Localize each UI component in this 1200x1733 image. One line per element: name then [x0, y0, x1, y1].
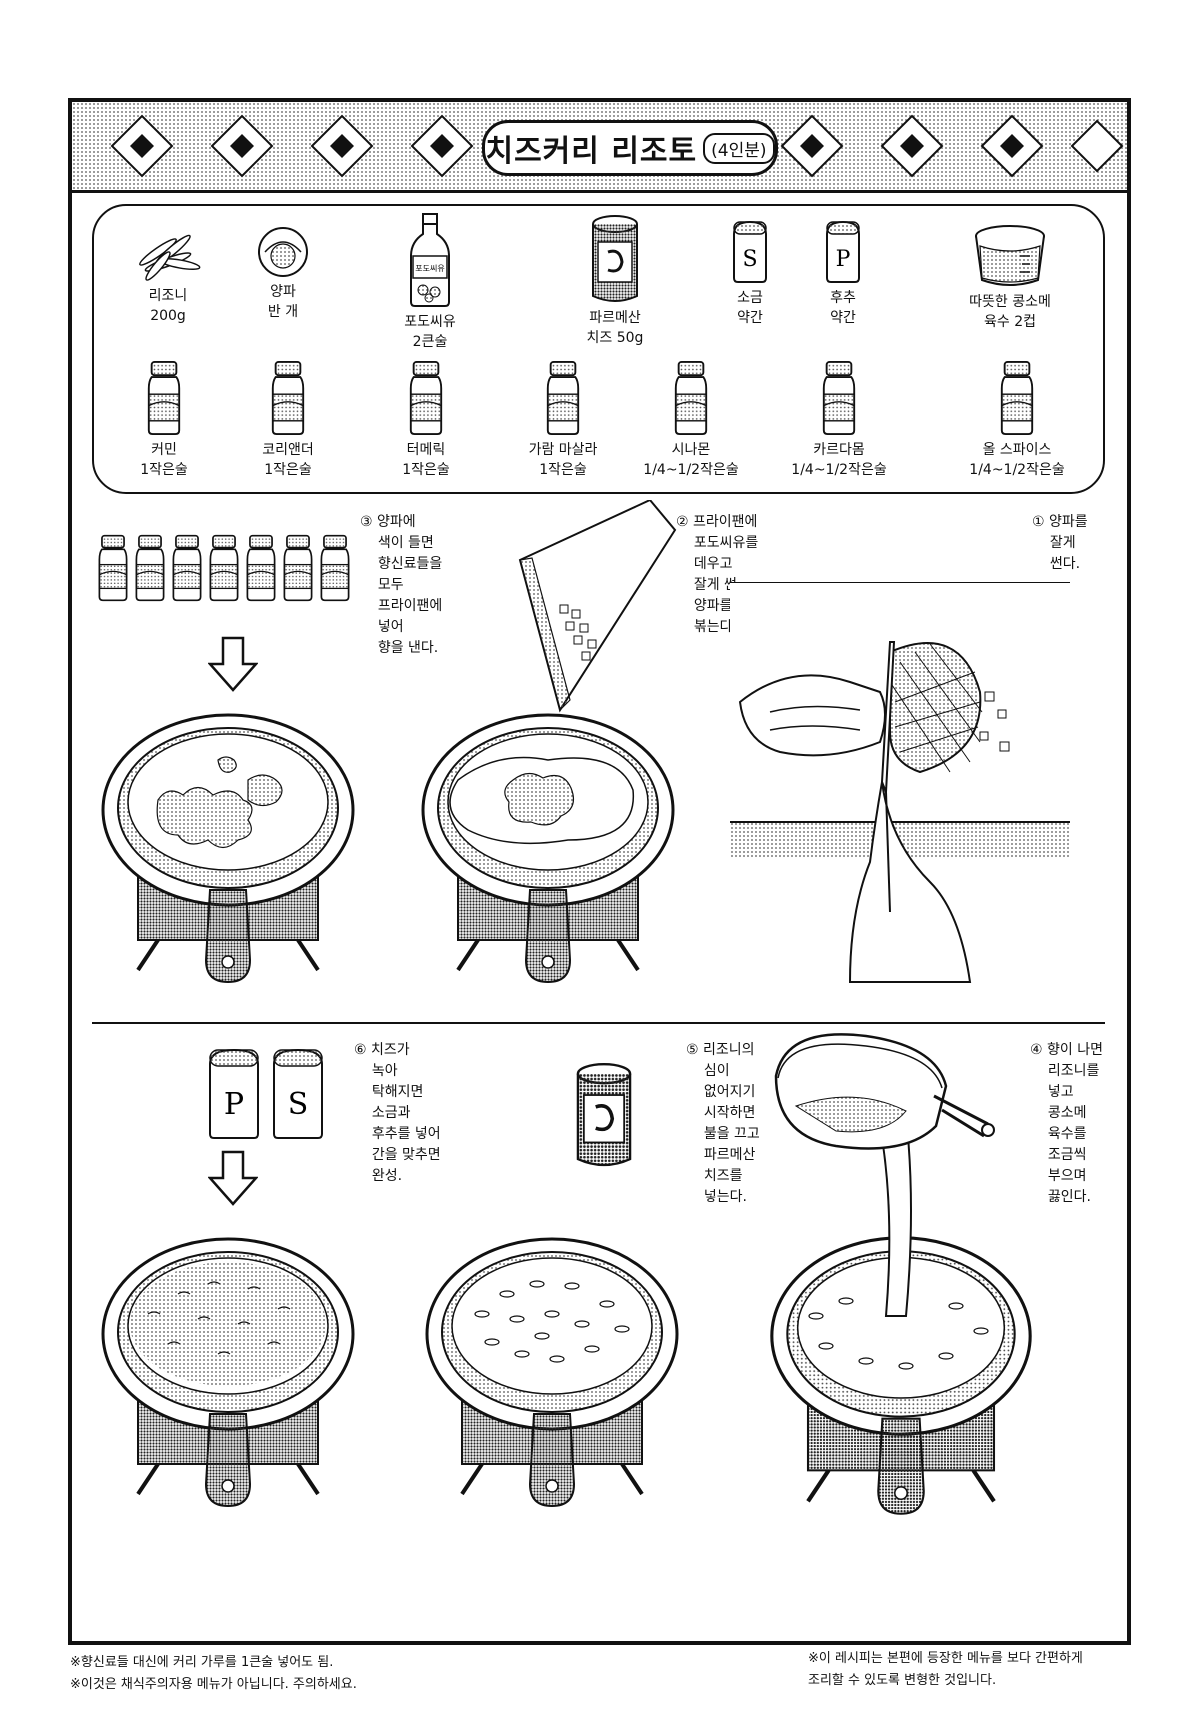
- step-4-text: ④ 향이 나면 리조니를 넣고 콩소메 육수를 조금씩 부으며 끓인다.: [1030, 1042, 1103, 1205]
- ingredient-name: 후추: [830, 290, 856, 306]
- notes-right: ※이 레시피는 본편에 등장한 메뉴를 보다 간편하게 조리할 수 있도록 변형…: [808, 1648, 1083, 1692]
- pan-with-spices-icon: [88, 690, 368, 990]
- cutting-board-icon: [518, 500, 677, 713]
- ingredient-grapeseed-oil: 포도씨유 포도씨유 2큰술: [380, 212, 480, 352]
- ingredients-panel: [92, 204, 1105, 494]
- step-1-text: ① 양파를 잘게 썬다.: [1032, 514, 1088, 572]
- pan-rice-cooking-icon: [412, 1214, 692, 1514]
- step-number: ⑤: [686, 1042, 699, 1058]
- shaker-letter: P: [836, 247, 851, 272]
- step-number: ③: [360, 514, 373, 530]
- note-line: 조리할 수 있도록 변형한 것입니다.: [808, 1673, 997, 1688]
- spice-name: 코리앤더: [262, 442, 314, 458]
- ingredient-consomme: 따뜻한 콩소메 육수 2컵: [945, 222, 1075, 332]
- salt-pepper-shakers-icon: P S: [209, 1048, 323, 1139]
- ingredient-amount: 약간: [737, 310, 763, 326]
- pepper-shaker-icon: P: [826, 220, 860, 283]
- step-2-text: ② 프라이팬에 포도씨유를 데우고 잘게 썬 양파를 볶는다.: [676, 514, 759, 635]
- step-5-text: ⑤ 리조니의 심이 없어지기 시작하면 불을 끄고 파르메산 치즈를 넣는다.: [686, 1042, 760, 1205]
- spice-name: 가람 마살라: [528, 442, 598, 458]
- spice-jar-icon: [998, 360, 1036, 436]
- spice-amount: 1작은술: [264, 462, 312, 478]
- ingredient-name: 파르메산: [589, 310, 641, 326]
- spice-cinnamon: 시나몬 1/4~1/2작은술: [626, 360, 756, 480]
- shaker-letter: S: [288, 1087, 309, 1122]
- cheese-can-icon: [576, 1063, 632, 1167]
- ingredient-name: 리조니: [148, 288, 188, 304]
- notes-left: ※향신료들 대신에 커리 가루를 1큰술 넣어도 됨. ※이것은 채식주의자용 …: [70, 1652, 357, 1696]
- spice-coriander: 코리앤더 1작은술: [228, 360, 348, 480]
- ingredient-amount: 200g: [150, 308, 186, 324]
- spice-amount: 1작은술: [402, 462, 450, 478]
- pan-finished-risotto-icon: [88, 1214, 368, 1514]
- spice-garam-masala: 가람 마살라 1작은술: [498, 360, 628, 480]
- bottle-label: 포도씨유: [415, 264, 444, 273]
- recipe-title: 치즈커리 리조토: [485, 134, 698, 169]
- spice-amount: 1/4~1/2작은술: [969, 462, 1065, 478]
- spice-allspice: 올 스파이스 1/4~1/2작은술: [952, 360, 1082, 480]
- oil-bottle-icon: 포도씨유: [410, 213, 450, 307]
- down-arrow-icon: [208, 636, 258, 692]
- spice-amount: 1/4~1/2작은술: [791, 462, 887, 478]
- step-number: ④: [1030, 1042, 1043, 1058]
- spice-jar-icon: [820, 360, 858, 436]
- ingredient-amount: 육수 2컵: [984, 314, 1036, 330]
- ingredient-salt: S 소금 약간: [715, 220, 785, 328]
- ingredient-name: 소금: [737, 290, 763, 306]
- pan-with-onions-icon: [408, 690, 688, 990]
- page-frame: [68, 98, 1131, 1645]
- ingredient-amount: 약간: [830, 310, 856, 326]
- spice-cardamom: 카르다몸 1/4~1/2작은술: [774, 360, 904, 480]
- title-banner: 치즈커리 리조토 (4인분): [72, 102, 1127, 193]
- step-number: ①: [1032, 514, 1045, 530]
- spice-name: 터메릭: [406, 442, 446, 458]
- down-arrow-icon: [208, 1150, 258, 1206]
- step-3-text: ③ 양파에 색이 들면 향신료들을 모두 프라이팬에 넣어 향을 낸다.: [360, 514, 443, 656]
- section-divider: [92, 1022, 1105, 1024]
- spice-jar-icon: [544, 360, 582, 436]
- onion-icon: [258, 227, 308, 277]
- pouring-broth-icon: [756, 1033, 1056, 1526]
- spice-name: 카르다몸: [813, 442, 865, 458]
- ingredient-pepper: P 후추 약간: [808, 220, 878, 328]
- spice-jar-icon: [145, 360, 183, 436]
- ingredient-amount: 2큰술: [412, 334, 448, 350]
- chopping-onion-icon: [730, 582, 1070, 983]
- ingredient-name: 양파: [270, 284, 296, 300]
- ingredient-onion: 양파 반 개: [238, 222, 328, 322]
- spice-jar-icon: [407, 360, 445, 436]
- spice-jar-icon: [269, 360, 307, 436]
- spice-jar-icon: [672, 360, 710, 436]
- spice-turmeric: 터메릭 1작은술: [366, 360, 486, 480]
- spice-amount: 1작은술: [140, 462, 188, 478]
- ingredient-name: 포도씨유: [404, 314, 456, 330]
- note-line: ※이 레시피는 본편에 등장한 메뉴를 보다 간편하게: [808, 1651, 1083, 1666]
- spice-name: 올 스파이스: [982, 442, 1052, 458]
- spice-cumin: 커민 1작은술: [104, 360, 224, 480]
- note-line: ※향신료들 대신에 커리 가루를 1큰술 넣어도 됨.: [70, 1655, 334, 1670]
- ingredient-amount: 반 개: [267, 304, 299, 320]
- spice-amount: 1작은술: [539, 462, 587, 478]
- servings-label: (4인분): [703, 132, 775, 164]
- step-number: ⑥: [354, 1042, 367, 1058]
- cheese-can-icon: [592, 215, 638, 302]
- note-line: ※이것은 채식주의자용 메뉴가 아닙니다. 주의하세요.: [70, 1677, 357, 1692]
- spice-jars-row-icon: [98, 534, 350, 602]
- step-6-text: ⑥ 치즈가 녹아 탁해지면 소금과 후추를 넣어 간을 맞추면 완성.: [354, 1042, 441, 1184]
- recipe-title-box: 치즈커리 리조토 (4인분): [482, 120, 778, 176]
- shaker-letter: S: [742, 247, 757, 272]
- rice-grains-icon: [139, 234, 201, 281]
- ingredient-parmesan: 파르메산 치즈 50g: [565, 212, 665, 348]
- shaker-letter: P: [224, 1087, 244, 1122]
- salt-shaker-icon: S: [733, 220, 767, 283]
- ingredient-amount: 치즈 50g: [586, 330, 644, 346]
- spice-amount: 1/4~1/2작은술: [643, 462, 739, 478]
- step-number: ②: [676, 514, 689, 530]
- ingredient-name: 따뜻한 콩소메: [969, 294, 1051, 310]
- spice-name: 시나몬: [671, 442, 711, 458]
- measuring-cup-icon: [975, 225, 1045, 286]
- ingredient-risoni: 리조니 200g: [118, 222, 218, 326]
- spice-name: 커민: [151, 442, 177, 458]
